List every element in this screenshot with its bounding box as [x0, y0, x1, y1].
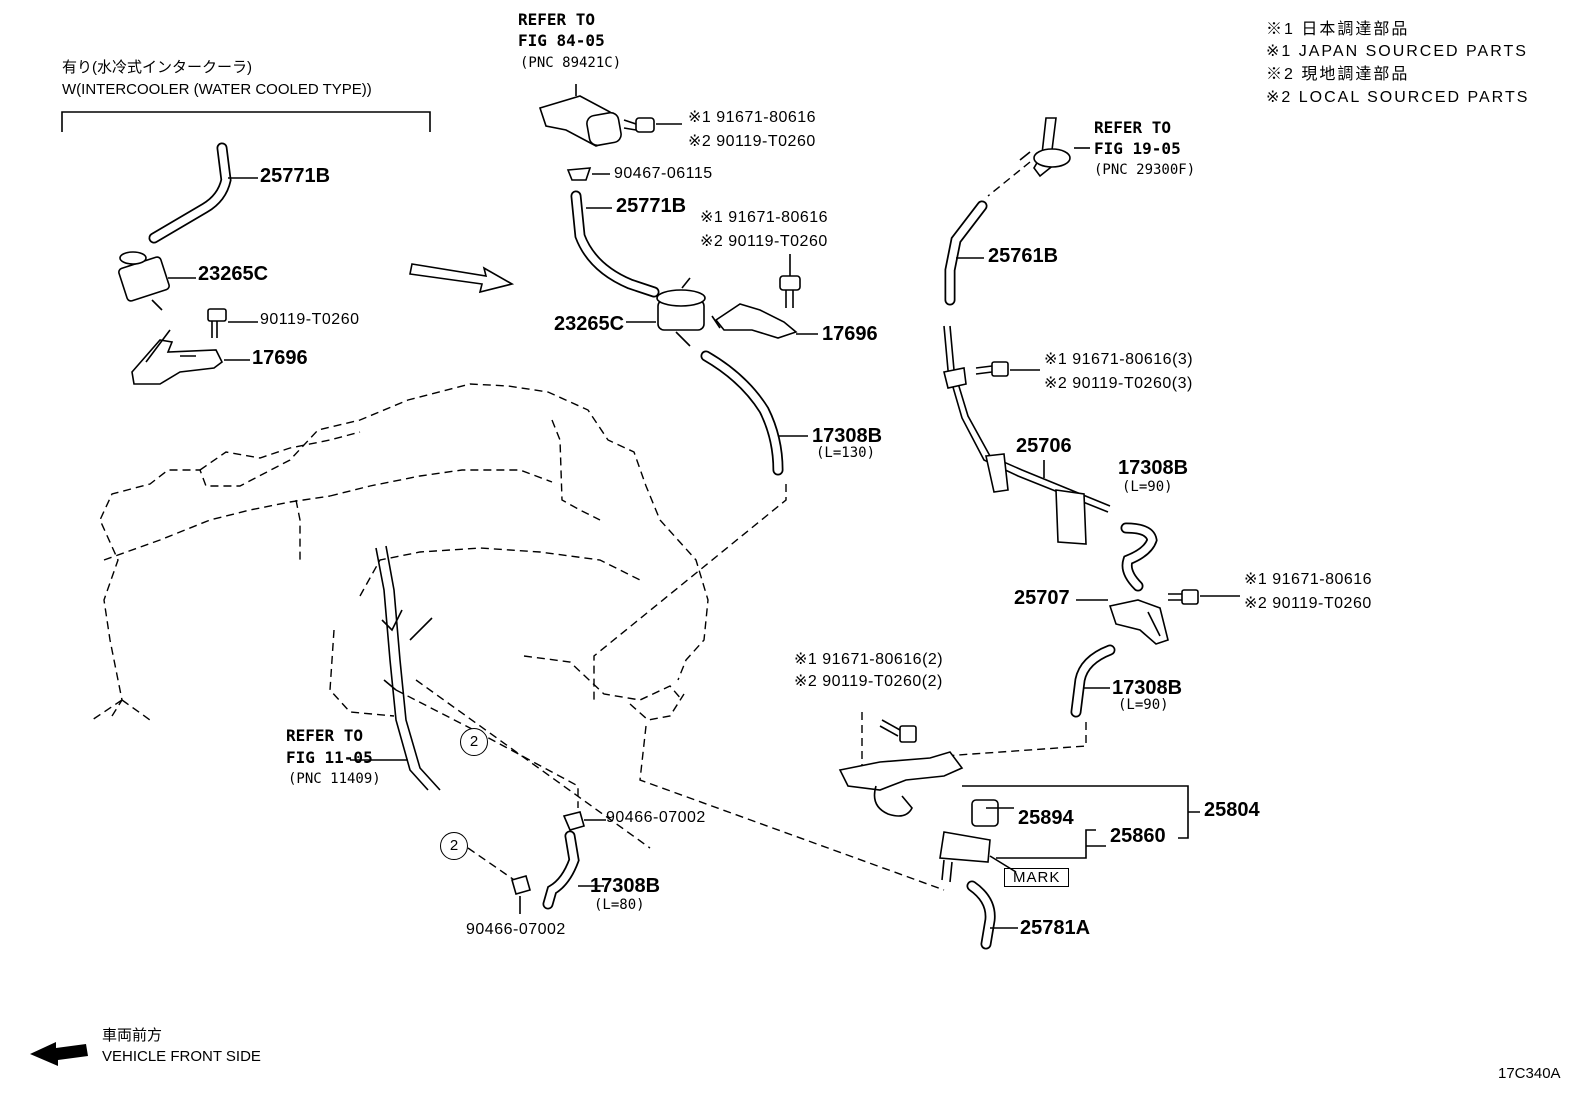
- callout-2-a: 2: [460, 728, 488, 756]
- front-arrow-icon: [30, 1042, 88, 1066]
- part-90466-b: 90466-07002: [466, 921, 566, 938]
- left-bracket-17696: [131, 329, 224, 385]
- bolt-4: [1168, 589, 1199, 605]
- ref-fig19-l1: REFER TO: [1094, 118, 1172, 137]
- part-25771B-left: 25771B: [260, 165, 331, 187]
- variant-bracket: [61, 111, 431, 132]
- part-25706: 25706: [1016, 435, 1072, 457]
- part-17308B-130: 17308B: [812, 425, 883, 447]
- part-90119-left: 90119-T0260: [260, 311, 360, 328]
- ref-fig19-l3: (PNC 29300F): [1094, 162, 1196, 178]
- bolt2-japan: ※1 91671-80616: [700, 209, 829, 226]
- dipstick-tube: [375, 545, 441, 791]
- variant-jp: 有り(水冷式インタークーラ): [62, 59, 252, 76]
- length-90a: (L=90): [1122, 479, 1173, 495]
- part-17308B-90b: 17308B: [1112, 677, 1183, 699]
- callout-2-b: 2: [440, 832, 468, 860]
- legend-line-1: ※1 日本調達部品: [1266, 21, 1410, 38]
- hose-17308B-L90-b: [1070, 644, 1116, 718]
- bolt5-japan: ※1 91671-80616(2): [794, 651, 944, 668]
- clamp-90466-b: [511, 875, 531, 895]
- hose-25781A: [966, 880, 996, 950]
- part-90467: 90467-06115: [614, 165, 713, 182]
- front-jp: 車両前方: [102, 1027, 163, 1044]
- ref-fig84-l1: REFER TO: [518, 10, 596, 29]
- part-25804: 25804: [1204, 799, 1260, 821]
- bolt5-local: ※2 90119-T0260(2): [794, 673, 943, 690]
- part-23265C-left: 23265C: [198, 263, 269, 285]
- variant-en: W(INTERCOOLER (WATER COOLED TYPE)): [62, 81, 372, 98]
- length-90b: (L=90): [1118, 697, 1169, 713]
- bolt4-japan: ※1 91671-80616: [1244, 571, 1373, 588]
- mid-bolt-1: [623, 117, 655, 133]
- bolt1-japan: ※1 91671-80616: [688, 109, 817, 126]
- part-17308B-80: 17308B: [590, 875, 661, 897]
- left-hose-25771B: [148, 142, 232, 244]
- part-17696-mid: 17696: [822, 323, 878, 345]
- hose-25761B: [944, 200, 988, 306]
- legend-line-3: ※2 現地調達部品: [1266, 66, 1410, 83]
- bolt3-local: ※2 90119-T0260(3): [1044, 375, 1193, 392]
- ref-fig11-l1: REFER TO: [286, 726, 364, 745]
- length-130: (L=130): [816, 445, 876, 461]
- bolt4-local: ※2 90119-T0260: [1244, 595, 1372, 612]
- part-25894: 25894: [1018, 807, 1074, 829]
- ref-fig84-l3: (PNC 89421C): [520, 55, 622, 71]
- legend-line-2: ※1 JAPAN SOURCED PARTS: [1266, 43, 1528, 60]
- part-17696-left: 17696: [252, 347, 308, 369]
- hose-17308B-L130: [700, 350, 784, 476]
- hose-17308B-L80: [542, 830, 580, 910]
- bolt-5: [879, 719, 917, 743]
- hose-17308B-L90-a: [1120, 522, 1158, 592]
- pipe-25706: [943, 325, 1111, 545]
- mid-hose-25771B: [570, 190, 660, 298]
- mid-bracket-17696: [711, 303, 798, 339]
- ref-fig84-l2: FIG 84-05: [518, 31, 605, 50]
- engine-outline: [91, 383, 709, 721]
- legend-line-4: ※2 LOCAL SOURCED PARTS: [1266, 89, 1530, 106]
- part-25781A: 25781A: [1020, 917, 1091, 939]
- clamp-90467: [566, 167, 592, 181]
- part-90466-a: 90466-07002: [606, 809, 706, 826]
- ref-fig19-l2: FIG 19-05: [1094, 139, 1181, 158]
- bolt1-local: ※2 90119-T0260: [688, 133, 816, 150]
- bracket-25804: [838, 751, 964, 817]
- bolt-3: [975, 361, 1009, 377]
- bolt2-local: ※2 90119-T0260: [700, 233, 828, 250]
- left-bolt: [207, 308, 227, 338]
- clamp-90466-a: [562, 811, 585, 831]
- part-25771B-mid: 25771B: [616, 195, 687, 217]
- front-en: VEHICLE FRONT SIDE: [102, 1048, 261, 1065]
- part-25860: 25860: [1110, 825, 1166, 847]
- mark-label: MARK: [1004, 868, 1070, 887]
- diagram-code: 17C340A: [1498, 1065, 1561, 1082]
- fig19-fitting: [1019, 117, 1071, 178]
- bolt3-japan: ※1 91671-80616(3): [1044, 351, 1194, 368]
- length-80: (L=80): [594, 897, 645, 913]
- vsv-25860: [939, 799, 1014, 883]
- part-25707: 25707: [1014, 587, 1070, 609]
- ref-fig11-l2: FIG 11-05: [286, 748, 373, 767]
- bracket-25707: [1108, 599, 1169, 645]
- part-25761B: 25761B: [988, 245, 1059, 267]
- sensor-89421C: [538, 84, 622, 147]
- part-23265C-mid: 23265C: [554, 313, 625, 335]
- part-17308B-90a: 17308B: [1118, 457, 1189, 479]
- transition-arrow: [409, 263, 515, 294]
- left-valve-23265C: [118, 251, 170, 311]
- mid-bolt-2: [779, 254, 801, 308]
- ref-fig11-l3: (PNC 11409): [288, 771, 381, 787]
- mid-valve-23265C: [656, 277, 706, 347]
